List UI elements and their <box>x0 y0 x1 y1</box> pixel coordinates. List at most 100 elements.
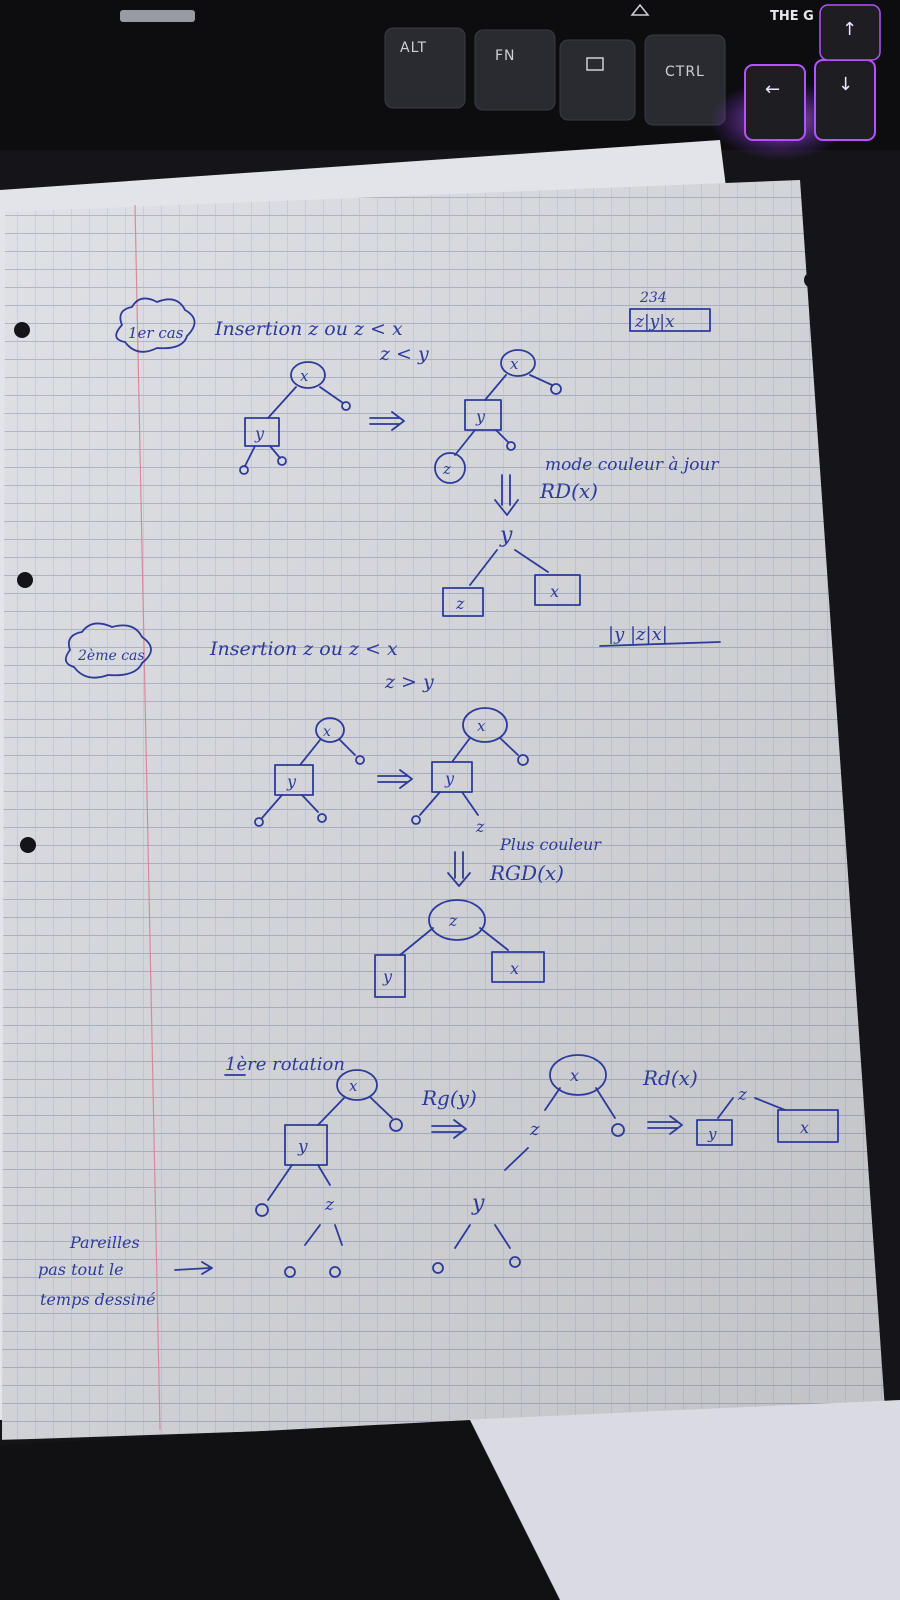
node-x <box>549 1054 607 1096</box>
leaf-node <box>389 1118 403 1132</box>
node-y-box <box>284 1124 328 1166</box>
desk-shadow <box>0 1420 560 1600</box>
node-z-label: z <box>529 1119 540 1140</box>
leaf-node <box>341 401 351 411</box>
side-note-line-1: Pareilles <box>69 1233 140 1252</box>
case-1-badge: 1er cas <box>128 324 184 342</box>
case-1-bubble <box>115 297 196 353</box>
node-z <box>434 452 466 484</box>
punch-hole <box>842 702 858 718</box>
key-arrow-down <box>814 59 876 141</box>
case-2-recolor-note: Plus couleur <box>499 835 602 854</box>
rotation-step-2: Rd(x) <box>642 1066 698 1090</box>
key-arrow-left <box>744 64 806 141</box>
node-y-label: y <box>286 772 297 791</box>
case-1-array-top: z|y|x <box>634 312 675 332</box>
arrow-down <box>447 851 471 887</box>
node-x-box <box>491 951 545 983</box>
case-1: 1er cas Insertion z ou z < x z < y 234 z… <box>115 290 721 647</box>
punch-hole <box>14 322 30 338</box>
punch-hole <box>20 837 36 853</box>
node-x <box>500 349 536 377</box>
case-1-recolor-note: mode couleur à jour <box>545 455 719 475</box>
tree-edges <box>484 374 553 401</box>
left-arrow-icon: ← <box>765 79 780 100</box>
tree-edges <box>267 386 344 419</box>
node-y-label: y <box>444 769 455 788</box>
leaf-node <box>411 815 421 825</box>
tree-edges <box>244 445 281 467</box>
underline <box>599 641 721 647</box>
node-y-label: y <box>471 1191 485 1216</box>
node-y-box <box>274 764 314 796</box>
node-x <box>290 361 326 389</box>
tree-edges <box>451 737 519 763</box>
case-2-bubble <box>64 622 152 679</box>
rotation-step-1: Rg(y) <box>421 1086 477 1110</box>
leaf-node <box>254 817 264 827</box>
node-z-box <box>442 587 484 617</box>
leaf-node <box>611 1123 625 1137</box>
case-2-subtitle: z > y <box>384 671 434 693</box>
tree-edges <box>419 791 479 816</box>
case-2: 2ème cas Insertion z ou z < x z > y x y … <box>64 622 602 998</box>
case-1-array-bottom: |y |z|x| <box>608 624 668 645</box>
node-y-box <box>244 417 280 447</box>
node-z <box>428 899 486 941</box>
node-z-label: z <box>442 460 451 478</box>
case-1-title: Insertion z ou z < x <box>214 318 403 340</box>
tree-edges <box>399 927 509 956</box>
node-y-label: y <box>707 1125 717 1143</box>
key-alt <box>384 27 466 109</box>
case-2-badge: 2ème cas <box>77 648 145 664</box>
tree-edges <box>304 1224 343 1246</box>
side-note-line-2: pas tout le <box>38 1260 124 1279</box>
down-arrow-icon: ↓ <box>838 74 853 95</box>
node-z-label: z <box>324 1195 335 1215</box>
tree-edges <box>299 739 356 766</box>
case-1-annotation: 234 <box>639 290 667 306</box>
arrow-implies <box>647 1115 683 1135</box>
key-cap-top-left <box>120 10 195 22</box>
arrow-down <box>494 474 519 516</box>
node-y-box <box>431 761 473 793</box>
punch-hole <box>17 572 33 588</box>
margin-line <box>134 204 161 1431</box>
case-1-subtitle: z < y <box>379 343 429 365</box>
tree-edges <box>317 1096 393 1126</box>
key-ctrl-label: CTRL <box>665 64 705 80</box>
menu-icon <box>586 57 604 71</box>
node-y-box <box>464 399 502 431</box>
leaf-node <box>317 813 327 823</box>
rotation-section: 1ère rotation x y z Rg(y) x z y Rd(x) z <box>224 1054 839 1278</box>
node-z-label: z <box>475 817 485 836</box>
node-x-label: x <box>550 582 559 601</box>
lower-sheet <box>460 1400 900 1600</box>
punch-hole <box>854 852 870 868</box>
key-ctrl <box>644 34 726 126</box>
arrow-right <box>174 1261 213 1275</box>
leaf-node <box>329 1266 341 1278</box>
leaf-node <box>277 456 287 466</box>
node-y-label: y <box>254 424 265 443</box>
up-arrow-icon: ↑ <box>842 19 857 40</box>
node-y-label: y <box>499 523 513 548</box>
node-x-box <box>534 574 581 606</box>
node-y-label: y <box>475 407 486 426</box>
leaf-node <box>509 1256 521 1268</box>
node-x-label: x <box>477 717 486 735</box>
node-x-label: x <box>510 959 519 978</box>
key-alt-label: ALT <box>400 40 427 56</box>
tree-edges <box>504 1147 529 1171</box>
leaf-node <box>239 465 249 475</box>
arrow-implies <box>369 411 405 431</box>
keyboard: ALT FN CTRL THE G ← ↓ ↑ <box>0 0 900 160</box>
tree-edges <box>469 549 549 586</box>
node-x <box>315 717 345 743</box>
tree-edges <box>717 1097 786 1119</box>
tree-edges <box>454 1224 511 1249</box>
keyboard-brand: THE G <box>770 9 814 24</box>
node-y-box <box>696 1119 733 1146</box>
node-z-label: z <box>448 911 458 930</box>
